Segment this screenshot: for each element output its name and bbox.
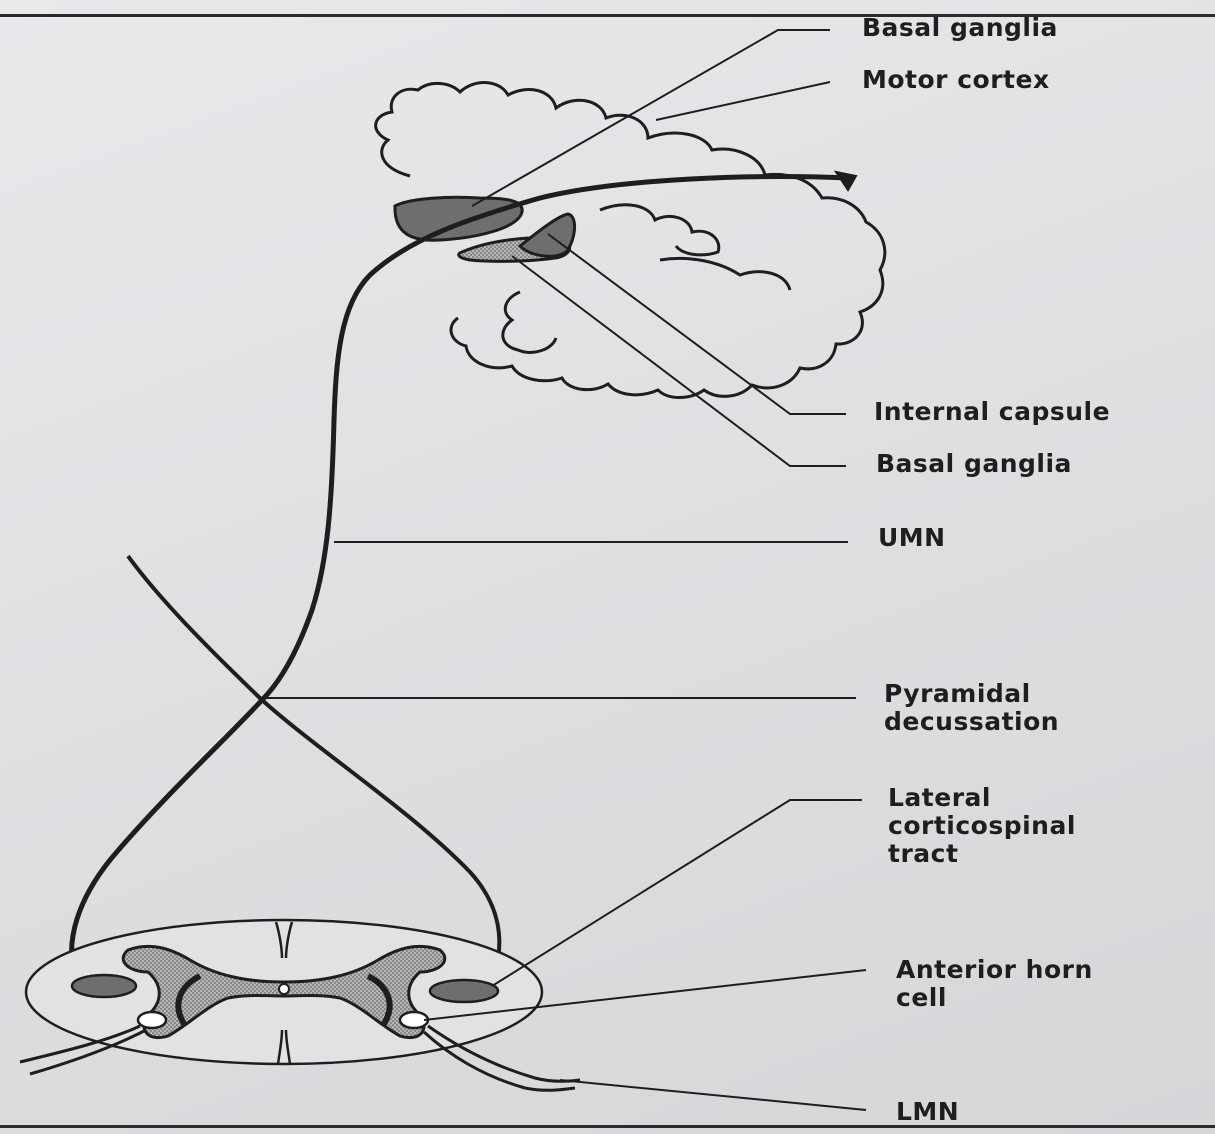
label-motor-cortex: Motor cortex (862, 66, 1050, 94)
leader-lateral-corticospinal (492, 800, 862, 986)
left-lateral-tract-blob (72, 975, 136, 997)
label-umn: UMN (878, 524, 946, 552)
right-anterior-horn-cell (400, 1012, 428, 1028)
label-anterior-horn-cell: Anterior horn cell (896, 956, 1093, 1012)
brain-sulcus-mid (660, 258, 790, 290)
bottom-border-rule (0, 1125, 1215, 1128)
left-anterior-horn-cell (138, 1012, 166, 1028)
label-basal-ganglia-top: Basal ganglia (862, 14, 1058, 42)
label-internal-capsule: Internal capsule (874, 398, 1110, 426)
label-lateral-corticospinal-line3: tract (888, 840, 1076, 868)
brain-sulcus-upper (600, 205, 719, 255)
label-lateral-corticospinal-line2: corticospinal (888, 812, 1076, 840)
right-lateral-tract-blob (430, 980, 498, 1002)
leader-lmn (560, 1080, 866, 1110)
brain-sulcus-lower (503, 292, 556, 352)
cortex-terminal-arrow (836, 172, 856, 190)
label-pyramidal-decussation-line1: Pyramidal (884, 680, 1059, 708)
umn-tract (72, 177, 848, 972)
label-lateral-corticospinal-tract: Lateral corticospinal tract (888, 784, 1076, 868)
internal-capsule-shape (520, 214, 575, 256)
label-anterior-horn-cell-line2: cell (896, 984, 1093, 1012)
label-anterior-horn-cell-line1: Anterior horn (896, 956, 1093, 984)
label-pyramidal-decussation: Pyramidal decussation (884, 680, 1059, 736)
crossed-tract (128, 556, 499, 978)
basal-ganglia-upper-shape (395, 197, 522, 240)
leader-basal-ganglia-bottom (512, 256, 846, 466)
label-lmn: LMN (896, 1098, 959, 1126)
label-pyramidal-decussation-line2: decussation (884, 708, 1059, 736)
label-basal-ganglia-bottom: Basal ganglia (876, 450, 1072, 478)
leader-motor-cortex (656, 82, 830, 120)
label-lateral-corticospinal-line1: Lateral (888, 784, 1076, 812)
central-canal (279, 984, 289, 994)
